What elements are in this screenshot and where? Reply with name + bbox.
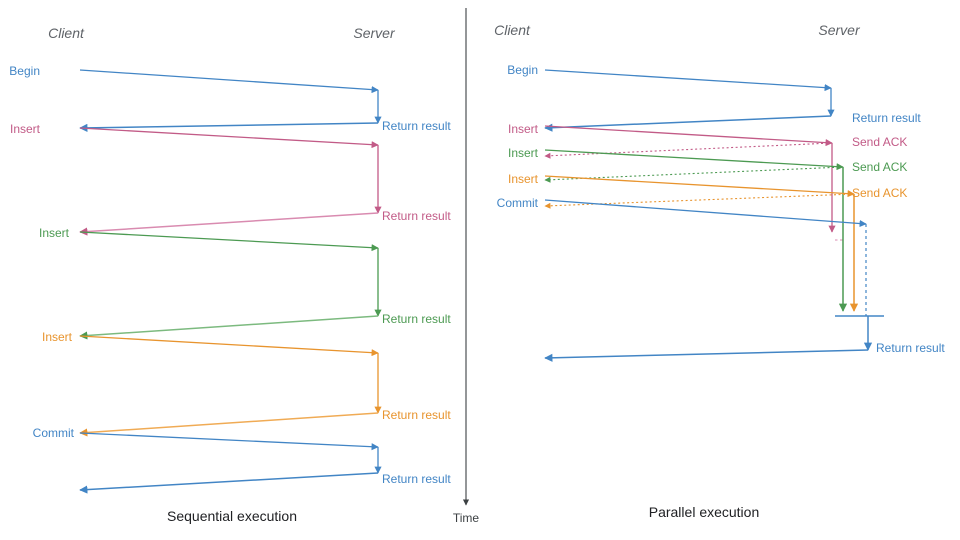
request-arrow-2 bbox=[79, 231, 379, 252]
client-message-label-0: Begin bbox=[9, 64, 40, 78]
client-message-label-4: Commit bbox=[497, 196, 539, 210]
request-arrow-4 bbox=[544, 199, 867, 228]
ack-arrow-3 bbox=[544, 193, 855, 209]
request-arrow-2 bbox=[544, 149, 844, 171]
panel-caption-parallel: Parallel execution bbox=[649, 504, 760, 520]
response-arrow-0 bbox=[544, 115, 832, 132]
server-return-label-4: Return result bbox=[876, 341, 945, 355]
response-arrow-3 bbox=[79, 412, 379, 437]
panel-parallel-client-label: Client bbox=[494, 22, 531, 38]
client-message-label-1: Insert bbox=[10, 122, 41, 136]
request-arrow-1 bbox=[544, 125, 833, 147]
request-arrow-3 bbox=[544, 175, 855, 198]
client-message-label-2: Insert bbox=[39, 226, 70, 240]
client-message-label-0: Begin bbox=[507, 63, 538, 77]
server-return-label-2: Return result bbox=[382, 312, 451, 326]
response-arrow-1 bbox=[79, 212, 379, 236]
response-arrow-0 bbox=[79, 122, 379, 132]
request-arrow-3 bbox=[79, 335, 379, 357]
panel-sequential-server-label: Server bbox=[353, 25, 396, 41]
ack-arrow-1 bbox=[544, 142, 833, 159]
send-ack-label-1: Send ACK bbox=[852, 135, 907, 149]
client-message-label-2: Insert bbox=[508, 146, 539, 160]
send-ack-label-3: Send ACK bbox=[852, 186, 907, 200]
request-arrow-0 bbox=[79, 69, 379, 94]
client-message-label-1: Insert bbox=[508, 122, 539, 136]
final-response-arrow bbox=[544, 349, 869, 362]
server-return-label-0: Return result bbox=[852, 111, 921, 125]
time-axis: Time bbox=[453, 8, 480, 525]
client-message-label-4: Commit bbox=[33, 426, 75, 440]
panel-caption-sequential: Sequential execution bbox=[167, 508, 297, 524]
diagram-text-layer: Sequential execution Parallel execution bbox=[167, 504, 759, 524]
server-return-label-0: Return result bbox=[382, 119, 451, 133]
client-message-label-3: Insert bbox=[42, 330, 73, 344]
response-arrow-4 bbox=[79, 472, 379, 494]
time-axis-label: Time bbox=[453, 511, 480, 525]
send-ack-label-2: Send ACK bbox=[852, 160, 907, 174]
panel-sequential-client-label: Client bbox=[48, 25, 85, 41]
panel-parallel-server-label: Server bbox=[818, 22, 861, 38]
ack-arrow-2 bbox=[544, 166, 844, 183]
request-arrow-1 bbox=[79, 127, 379, 149]
request-arrow-0 bbox=[544, 69, 832, 92]
client-message-label-3: Insert bbox=[508, 172, 539, 186]
server-return-label-4: Return result bbox=[382, 472, 451, 486]
response-arrow-2 bbox=[79, 315, 379, 340]
server-return-label-3: Return result bbox=[382, 408, 451, 422]
request-arrow-4 bbox=[79, 432, 379, 451]
server-return-label-1: Return result bbox=[382, 209, 451, 223]
